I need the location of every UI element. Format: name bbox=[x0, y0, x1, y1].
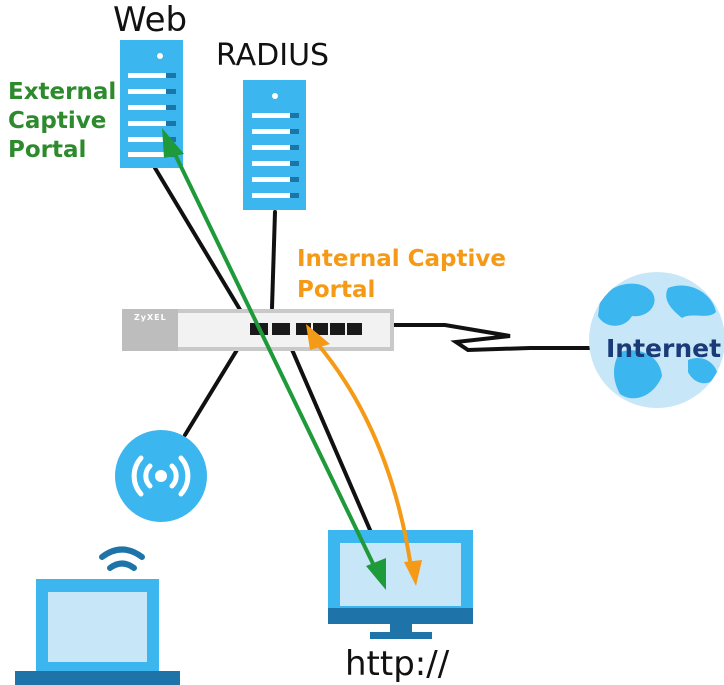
network-cables bbox=[153, 166, 602, 562]
switch-brand-label: ZyXEL bbox=[134, 313, 167, 322]
internal-portal-arrow bbox=[306, 324, 422, 586]
laptop-icon bbox=[15, 579, 180, 685]
radius-to-switch-cable bbox=[270, 210, 277, 310]
web-to-switch-cable bbox=[153, 166, 247, 320]
external-portal-arrow bbox=[162, 128, 386, 590]
radius-server-label: RADIUS bbox=[216, 38, 330, 73]
switch-to-pc-cable bbox=[288, 343, 385, 562]
external-label-line: Captive bbox=[8, 108, 107, 134]
internal-label-line: Internal Captive bbox=[297, 246, 506, 272]
external-captive-portal-label: External Captive Portal bbox=[8, 78, 116, 165]
internal-captive-portal-label: Internal Captive Portal bbox=[297, 244, 506, 306]
switch-to-ap-cable bbox=[183, 343, 242, 437]
switch-icon bbox=[122, 309, 394, 351]
globe-icon bbox=[589, 272, 724, 408]
wifi-signal-icon bbox=[99, 546, 145, 571]
monitor-icon bbox=[328, 530, 473, 639]
external-label-line: Portal bbox=[8, 137, 87, 163]
internal-label-line: Portal bbox=[297, 277, 376, 303]
internet-label: Internet bbox=[606, 334, 722, 363]
http-label: http:// bbox=[345, 644, 450, 684]
external-label-line: External bbox=[8, 79, 117, 105]
access-point-icon bbox=[115, 430, 207, 522]
switch-to-internet-cable bbox=[390, 323, 602, 353]
web-server-label: Web bbox=[113, 0, 188, 40]
radius-server-icon bbox=[243, 80, 306, 210]
